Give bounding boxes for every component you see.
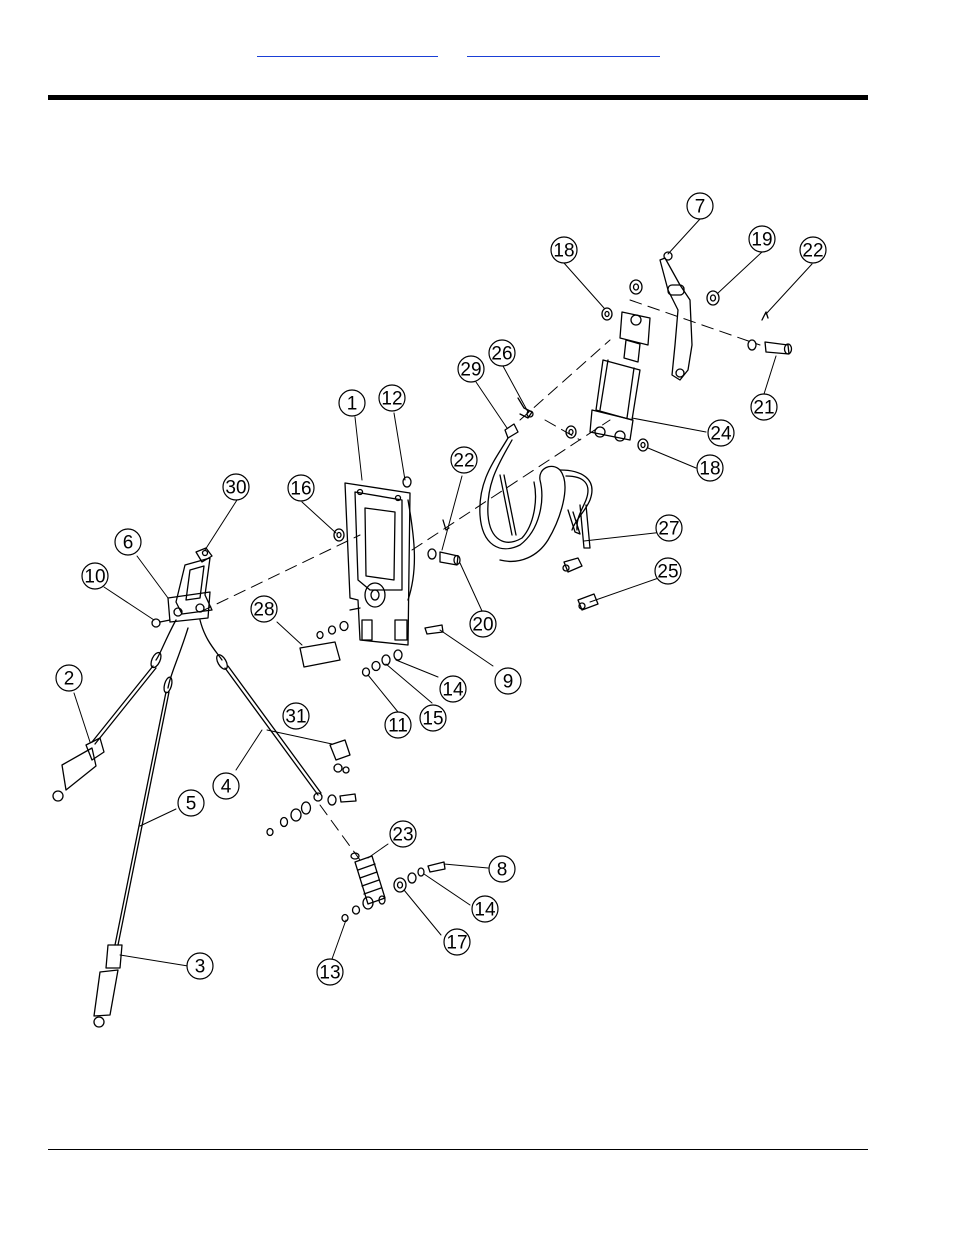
- callout-16: 16: [290, 479, 311, 500]
- callout-9: 9: [503, 672, 514, 693]
- callout-22-a: 22: [802, 241, 823, 262]
- callout-28: 28: [253, 600, 274, 621]
- callout-13: 13: [319, 963, 340, 984]
- callout-3: 3: [195, 957, 206, 978]
- callout-30: 30: [225, 478, 246, 499]
- callout-4: 4: [221, 777, 232, 798]
- callout-29: 29: [460, 360, 481, 381]
- callout-11: 11: [388, 716, 408, 737]
- callout-15: 15: [422, 709, 443, 730]
- callout-12: 12: [381, 389, 402, 410]
- callout-19: 19: [751, 230, 772, 251]
- callout-23: 23: [392, 825, 413, 846]
- callout-18-b: 18: [699, 459, 720, 480]
- callout-31: 31: [285, 707, 306, 728]
- callout-5: 5: [186, 794, 197, 815]
- callout-7: 7: [695, 197, 706, 218]
- callout-6: 6: [123, 533, 134, 554]
- callout-14-b: 14: [474, 900, 496, 921]
- callout-22-b: 22: [453, 451, 474, 472]
- callout-8: 8: [497, 860, 508, 881]
- callout-10: 10: [84, 567, 105, 588]
- callout-14-a: 14: [442, 680, 464, 701]
- callout-2: 2: [64, 669, 75, 690]
- callout-18-a: 18: [553, 241, 574, 262]
- callout-20: 20: [472, 615, 493, 636]
- callout-27: 27: [658, 519, 679, 540]
- callout-24: 24: [710, 424, 732, 445]
- callout-26: 26: [491, 344, 512, 365]
- footer-rule: [48, 1149, 868, 1150]
- callout-17: 17: [446, 933, 467, 954]
- callout-25: 25: [657, 562, 678, 583]
- callout-21: 21: [753, 398, 774, 419]
- callout-1: 1: [347, 394, 358, 415]
